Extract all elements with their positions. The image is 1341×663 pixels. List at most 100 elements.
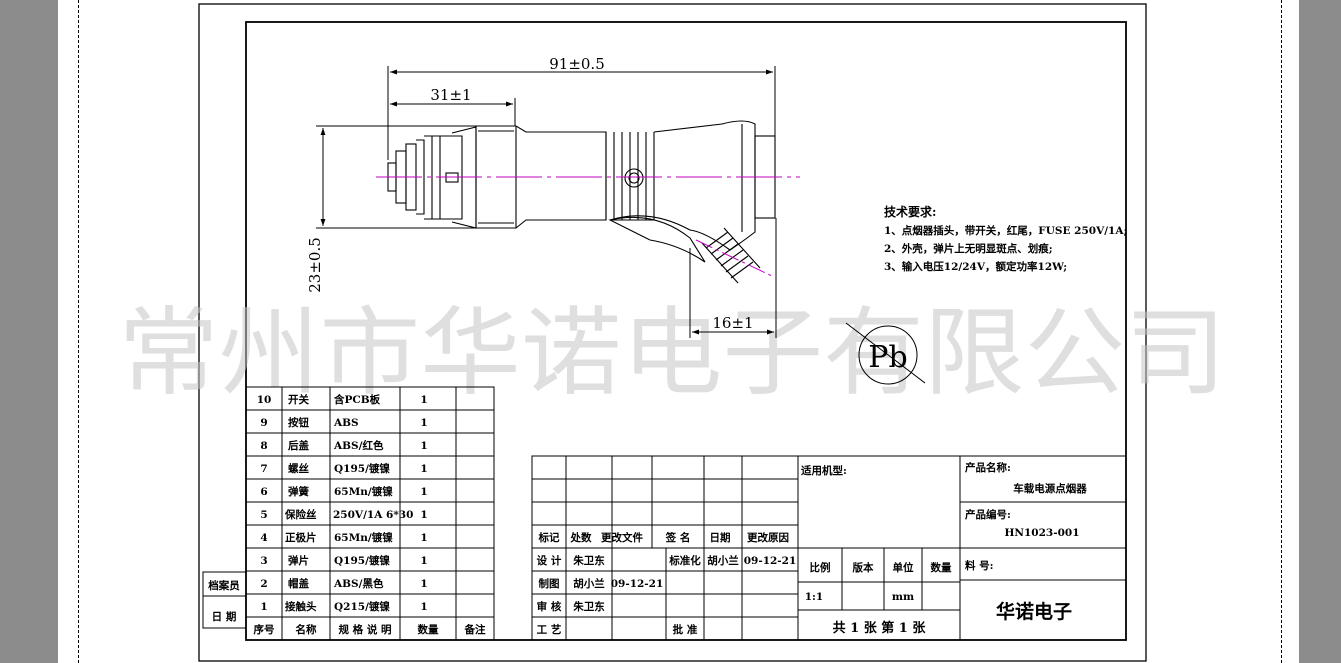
dim-plug-length-label: 31±1 xyxy=(430,86,471,104)
right-gray-margin xyxy=(1299,0,1341,663)
dim-cable-offset xyxy=(689,218,777,338)
bom-cell-no: 5 xyxy=(260,509,267,521)
product-name: 车载电源点烟器 xyxy=(1013,482,1087,495)
bom-header-note: 备注 xyxy=(464,623,486,636)
bom-cell-no: 1 xyxy=(260,601,267,613)
bom-cell-qty: 1 xyxy=(420,463,427,475)
bom-header-name: 名称 xyxy=(296,623,317,636)
bom-cell-name: 帽盖 xyxy=(288,577,309,590)
bom-cell-qty: 1 xyxy=(420,440,427,452)
tech-req-item: 2、外壳，弹片上无明显斑点、划痕; xyxy=(884,242,1053,255)
scale-value: 1:1 xyxy=(805,591,824,603)
design-name: 朱卫东 xyxy=(573,554,605,567)
bom-table-grid xyxy=(245,386,495,641)
bom-cell-spec: 含PCB板 xyxy=(334,393,381,406)
cable-sleeve xyxy=(608,216,706,263)
bom-cell-name: 弹片 xyxy=(288,554,309,567)
bom-cell-name: 保险丝 xyxy=(284,508,317,521)
rev-header: 更改原因 xyxy=(747,531,789,544)
approve-label: 批 准 xyxy=(673,623,698,636)
dim-height-label: 23±0.5 xyxy=(306,237,324,293)
material-label: 料 号: xyxy=(965,559,994,572)
lead-free-label: Pb xyxy=(868,340,907,375)
review-name: 朱卫东 xyxy=(573,600,605,613)
tech-req-item: 1、点烟器插头，带开关，红尾，FUSE 250V/1A; xyxy=(884,224,1127,237)
bom-cell-qty: 1 xyxy=(420,532,427,544)
bom-cell-qty: 1 xyxy=(420,486,427,498)
draw-name: 胡小兰 xyxy=(573,577,605,590)
bom-cell-name: 接触头 xyxy=(285,600,317,613)
dim-overall-length xyxy=(387,66,776,160)
standard-name: 胡小兰 xyxy=(707,554,739,567)
archive-label: 档案员 xyxy=(207,579,240,592)
bom-cell-name: 开关 xyxy=(288,393,309,406)
bom-cell-no: 8 xyxy=(260,440,267,452)
unit-label: 单位 xyxy=(893,561,914,574)
bom-cell-spec: Q195/镀镍 xyxy=(334,554,390,567)
bom-cell-qty: 1 xyxy=(420,578,427,590)
revision-table-grid xyxy=(531,455,799,641)
tech-req-title: 技术要求: xyxy=(884,204,936,219)
bom-cell-name: 正极片 xyxy=(285,531,317,544)
bom-header-no: 序号 xyxy=(254,623,275,636)
title-block-cells: 适用机型: 产品名称: 车载电源点烟器 产品编号: HN1023-001 料 号… xyxy=(801,461,1087,636)
switch-button-outline xyxy=(624,168,644,188)
bom-cell-no: 2 xyxy=(260,578,267,590)
bom-cell-name: 按钮 xyxy=(288,416,309,429)
bom-cell-spec: 250V/1A 6*30 xyxy=(333,509,413,521)
bom-cell-qty: 1 xyxy=(420,509,427,521)
bom-cell-spec: ABS/红色 xyxy=(333,439,384,452)
bom-rows: 10 开关 含PCB板 1 9 按钮 ABS 1 8 后盖 ABS/红色 1 7… xyxy=(254,393,486,636)
standard-label: 标准化 xyxy=(668,554,701,567)
sheet-count: 共 1 张 第 1 张 xyxy=(833,620,927,636)
rev-header: 签 名 xyxy=(665,531,691,544)
rev-header: 处数 xyxy=(570,531,592,544)
draw-label: 制图 xyxy=(539,577,560,590)
bom-header-spec: 规 格 说 明 xyxy=(339,623,392,636)
outer-frame xyxy=(198,3,1147,662)
draw-date: 09-12-21 xyxy=(611,578,664,590)
qty-label: 数量 xyxy=(930,561,952,574)
bom-cell-no: 9 xyxy=(260,417,267,429)
rev-header: 标记 xyxy=(538,531,560,544)
bom-cell-spec: Q215/镀镍 xyxy=(334,600,390,613)
right-page-boundary xyxy=(1281,0,1282,663)
bom-cell-name: 螺丝 xyxy=(288,462,309,475)
company-watermark: 常州市华诺电子有限公司 xyxy=(118,297,1226,409)
rev-header: 更改文件 xyxy=(601,531,643,544)
scale-label: 比例 xyxy=(810,561,831,574)
tech-req-item: 3、输入电压12/24V，额定功率12W; xyxy=(884,260,1067,273)
bom-cell-spec: ABS/黑色 xyxy=(333,577,384,590)
bom-header-qty: 数量 xyxy=(417,623,439,636)
revision-cells: 标记 处数 更改文件 签 名 日期 更改原因 设 计 朱卫东 标准化 胡小兰 0… xyxy=(537,531,797,636)
drawing-sheet xyxy=(58,0,1299,663)
bom-cell-no: 10 xyxy=(257,394,272,406)
bom-cell-name: 后盖 xyxy=(288,439,309,452)
title-block-grid xyxy=(797,455,1127,641)
bom-cell-name: 弹簧 xyxy=(288,485,309,498)
bom-cell-no: 6 xyxy=(260,486,267,498)
lead-free-symbol xyxy=(845,322,926,385)
dim-height xyxy=(316,125,476,229)
version-label: 版本 xyxy=(853,561,874,574)
product-code: HN1023-001 xyxy=(1004,527,1079,539)
bom-cell-spec: ABS xyxy=(333,417,359,429)
rev-header: 日期 xyxy=(710,531,731,544)
technical-requirements: 技术要求: 1、点烟器插头，带开关，红尾，FUSE 250V/1A; 2、外壳，… xyxy=(884,204,1127,273)
unit-value: mm xyxy=(892,591,914,603)
company-name: 华诺电子 xyxy=(996,600,1072,623)
dim-plug-length xyxy=(390,98,516,126)
dim-cable-offset-label: 16±1 xyxy=(712,314,753,332)
bom-cell-spec: Q195/镀镍 xyxy=(334,462,390,475)
plug-side-view xyxy=(387,120,776,284)
dim-overall-length-label: 91±0.5 xyxy=(549,55,605,73)
cable-center-line xyxy=(695,239,773,277)
bom-cell-no: 3 xyxy=(260,555,267,567)
review-label: 审 核 xyxy=(537,600,562,613)
bom-cell-qty: 1 xyxy=(420,394,427,406)
bom-cell-qty: 1 xyxy=(420,417,427,429)
design-label: 设 计 xyxy=(537,554,562,567)
left-gray-margin xyxy=(0,0,58,663)
process-label: 工 艺 xyxy=(537,623,562,636)
